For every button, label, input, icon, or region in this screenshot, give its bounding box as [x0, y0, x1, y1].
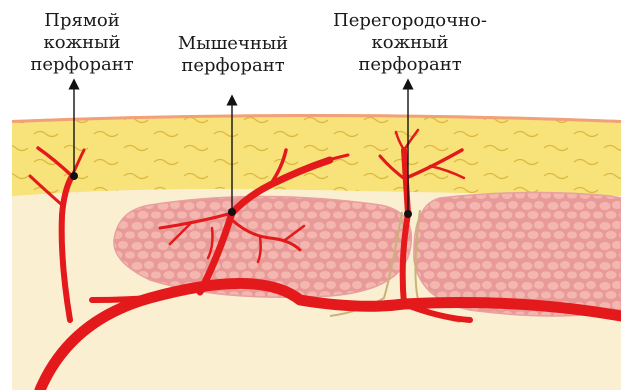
dot-septo: [404, 210, 412, 218]
dot-direct: [70, 172, 78, 180]
dot-muscle: [228, 208, 236, 216]
